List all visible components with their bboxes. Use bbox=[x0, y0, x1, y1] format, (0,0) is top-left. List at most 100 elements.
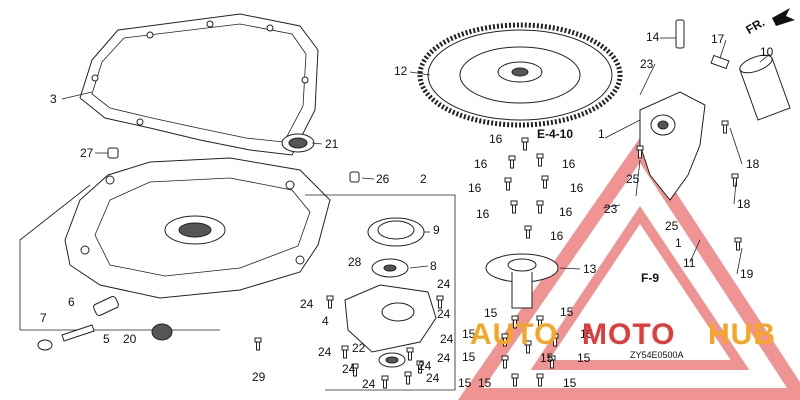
callout-21: 21 bbox=[325, 137, 339, 151]
callout-2: 2 bbox=[420, 172, 427, 186]
callout-4: 4 bbox=[322, 314, 329, 328]
bolt-icon bbox=[326, 295, 334, 309]
bolt-icon bbox=[406, 347, 414, 361]
leader-line bbox=[635, 159, 641, 197]
gasket-part bbox=[79, 13, 319, 156]
callout-16-h: 16 bbox=[550, 229, 564, 243]
group-frame bbox=[305, 194, 456, 391]
leader-lines bbox=[61, 37, 771, 275]
relief-valve-parts bbox=[37, 295, 119, 351]
callout-26: 26 bbox=[376, 172, 390, 186]
callout-15-f: 15 bbox=[577, 351, 591, 365]
ring-gear-flywheel-12 bbox=[417, 22, 623, 128]
leader-line bbox=[602, 204, 621, 209]
oil-seal-22 bbox=[378, 352, 406, 368]
filter-bracket-1 bbox=[639, 91, 706, 201]
callout-24-d: 24 bbox=[440, 332, 454, 346]
callout-9: 9 bbox=[433, 223, 440, 237]
oil-seal-21 bbox=[281, 133, 315, 153]
callout-12: 12 bbox=[394, 64, 408, 78]
bolt-icons bbox=[254, 120, 742, 389]
callout-24-h: 24 bbox=[418, 359, 432, 373]
callout-16-g: 16 bbox=[559, 205, 573, 219]
callout-18-b: 18 bbox=[737, 197, 751, 211]
leader-line bbox=[719, 39, 727, 59]
callout-7: 7 bbox=[40, 311, 47, 325]
callout-15-j: 15 bbox=[540, 351, 554, 365]
bolt-icon bbox=[536, 373, 544, 387]
watermark-moto: MOTO bbox=[582, 318, 675, 351]
callout-3: 3 bbox=[50, 92, 57, 106]
callout-25-a: 25 bbox=[626, 172, 640, 186]
group-frame-left bbox=[19, 184, 91, 330]
callout-15-d: 15 bbox=[580, 327, 594, 341]
watermark-logo: AUTO MOTO HUB bbox=[470, 318, 776, 351]
bolt-icon bbox=[501, 355, 509, 369]
leader-line bbox=[729, 127, 743, 165]
callout-13: 13 bbox=[583, 262, 597, 276]
leader-line bbox=[61, 91, 93, 100]
inner-rotor-8 bbox=[371, 258, 409, 278]
callout-15-b: 15 bbox=[560, 305, 574, 319]
leader-line bbox=[559, 267, 581, 270]
watermark-hub: HUB bbox=[708, 318, 776, 351]
callout-16-c: 16 bbox=[562, 157, 576, 171]
callout-27: 27 bbox=[80, 146, 94, 160]
callout-19: 19 bbox=[740, 267, 754, 281]
callout-8: 8 bbox=[430, 259, 437, 273]
housing-part bbox=[64, 157, 331, 299]
leader-line bbox=[311, 142, 323, 145]
bolt-icon bbox=[636, 145, 644, 159]
callout-18-a: 18 bbox=[746, 157, 760, 171]
leader-line bbox=[689, 239, 701, 263]
pump-cover-4 bbox=[344, 284, 437, 353]
bolt-icon bbox=[721, 120, 729, 134]
callout-16-d: 16 bbox=[468, 181, 482, 195]
ref-f-9: F-9 bbox=[641, 271, 659, 285]
leader-line bbox=[733, 181, 737, 205]
bolt-icon bbox=[254, 337, 262, 351]
bolt-icon bbox=[436, 295, 444, 309]
callout-16-b: 16 bbox=[474, 157, 488, 171]
bolt-icon bbox=[416, 360, 424, 374]
leader-line bbox=[759, 53, 771, 63]
callout-23-a: 23 bbox=[640, 57, 654, 71]
callout-15-g: 15 bbox=[458, 376, 472, 390]
watermark-auto: AUTO bbox=[470, 318, 558, 351]
front-arrow-icon: FR. bbox=[743, 8, 795, 37]
callout-16-a: 16 bbox=[489, 132, 503, 146]
callout-24-c: 24 bbox=[437, 307, 451, 321]
bolt-icon bbox=[341, 345, 349, 359]
callout-24-i: 24 bbox=[362, 377, 376, 391]
bolt-icon bbox=[510, 200, 518, 214]
leader-line bbox=[639, 63, 656, 96]
bolt-icon bbox=[511, 315, 519, 329]
front-label: FR. bbox=[743, 15, 767, 37]
callout-28: 28 bbox=[348, 255, 362, 269]
callout-15-a: 15 bbox=[484, 306, 498, 320]
callout-15-h: 15 bbox=[563, 376, 577, 390]
bolt-icon bbox=[504, 177, 512, 191]
callout-1-b: 1 bbox=[675, 236, 682, 250]
callout-10: 10 bbox=[760, 45, 774, 59]
dowel-pin-27 bbox=[107, 147, 119, 159]
bolt-icon bbox=[734, 237, 742, 251]
callout-24-b: 24 bbox=[437, 277, 451, 291]
bolt-icon bbox=[511, 373, 519, 387]
callout-15-i: 15 bbox=[478, 376, 492, 390]
bolt-icon bbox=[731, 173, 739, 187]
drive-plate-13 bbox=[485, 253, 559, 309]
callout-22: 22 bbox=[352, 341, 366, 355]
leader-line bbox=[409, 71, 431, 76]
bolt-icon bbox=[551, 333, 559, 347]
bolt-icon bbox=[536, 200, 544, 214]
callout-16-e: 16 bbox=[570, 181, 584, 195]
bolt-icon bbox=[541, 175, 549, 189]
callout-16-f: 16 bbox=[476, 207, 490, 221]
bolt-icon bbox=[524, 340, 532, 354]
sensor-14 bbox=[675, 19, 685, 49]
callouts: 3 27 21 26 2 9 28 8 24 24 24 4 22 24 24 … bbox=[40, 30, 774, 391]
leader-line bbox=[409, 265, 429, 269]
callout-11: 11 bbox=[683, 256, 696, 270]
oil-filter-10 bbox=[739, 54, 791, 121]
